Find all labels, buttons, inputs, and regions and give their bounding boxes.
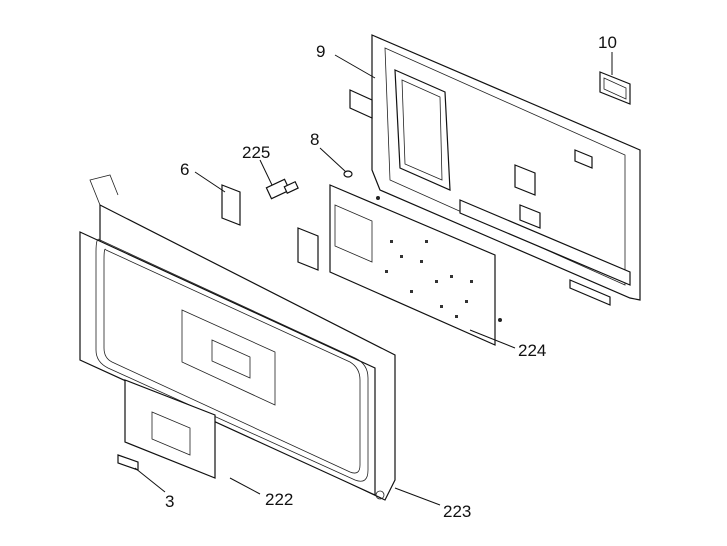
rear-housing-part-9 bbox=[349, 34, 641, 306]
control-board-part-224 bbox=[329, 184, 496, 346]
callout-3: 3 bbox=[165, 492, 174, 511]
front-panel-part-223 bbox=[79, 174, 396, 501]
screw-part-8 bbox=[343, 170, 502, 322]
clip-part-10 bbox=[599, 71, 631, 105]
callout-6: 6 bbox=[180, 160, 189, 179]
leader-lines bbox=[134, 52, 613, 506]
connector-part-225 bbox=[265, 178, 299, 200]
overlay-part-222 bbox=[124, 379, 216, 479]
callout-224: 224 bbox=[518, 341, 546, 360]
button-part-3 bbox=[117, 454, 139, 471]
callout-8: 8 bbox=[310, 130, 319, 149]
bracket-part-6 bbox=[221, 184, 319, 271]
callout-225: 225 bbox=[242, 143, 270, 162]
callout-222: 222 bbox=[265, 490, 293, 509]
callout-10: 10 bbox=[598, 33, 617, 52]
callout-9: 9 bbox=[316, 42, 325, 61]
callout-223: 223 bbox=[443, 502, 471, 521]
